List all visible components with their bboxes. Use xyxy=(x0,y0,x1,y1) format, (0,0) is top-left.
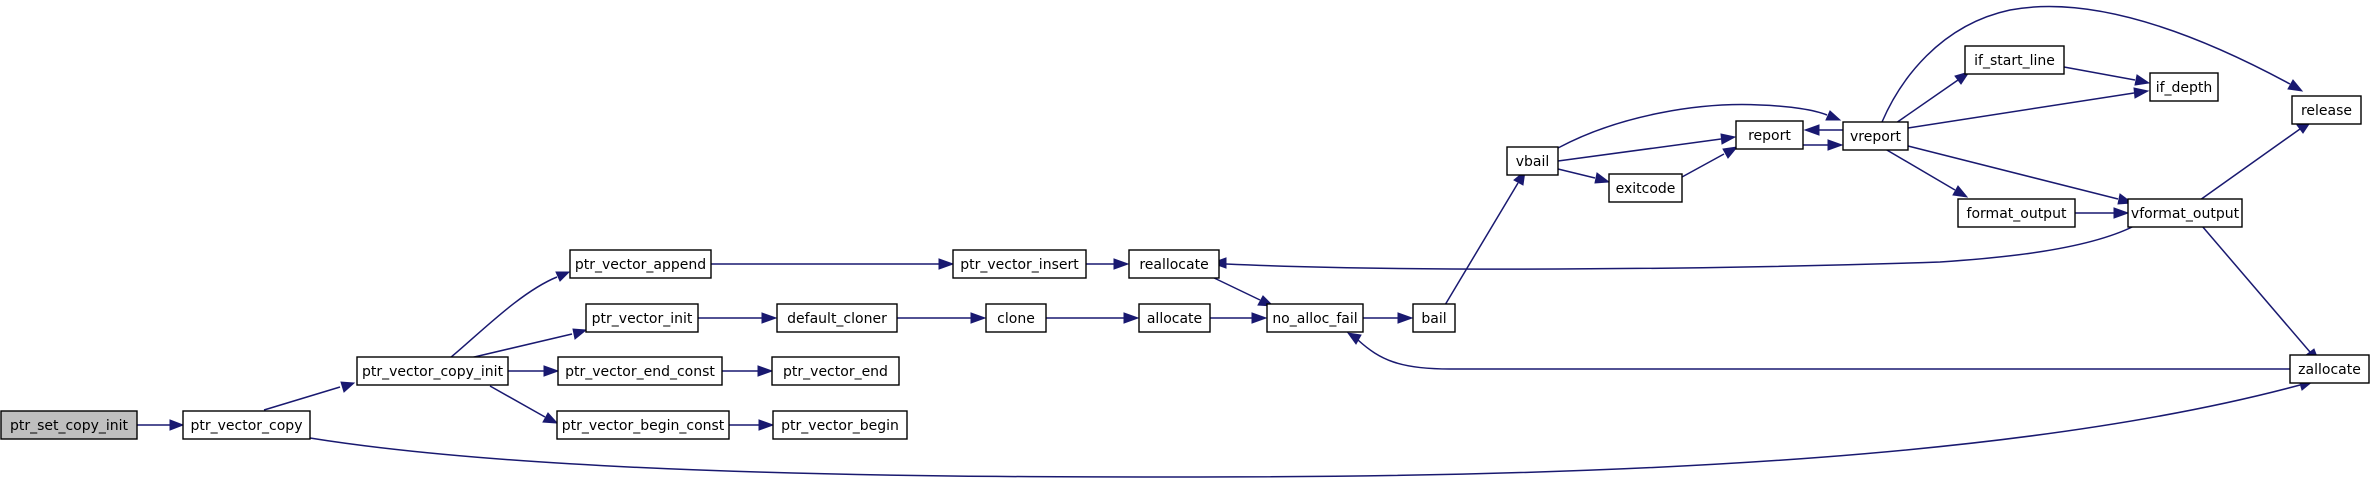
node-label: vbail xyxy=(1516,154,1550,170)
edge-ptr_vector_copy_init-to-ptr_vector_end_const xyxy=(508,365,560,377)
node-label: allocate xyxy=(1147,311,1202,327)
node-label: no_alloc_fail xyxy=(1272,311,1357,327)
edge-ptr_vector_copy_init-to-ptr_vector_begin_const xyxy=(489,385,559,424)
node-label: ptr_vector_begin xyxy=(781,418,899,434)
node-label: ptr_vector_end_const xyxy=(565,364,715,380)
node-label: ptr_vector_init xyxy=(592,311,693,327)
edge-allocate-to-no_alloc_fail xyxy=(1210,312,1268,324)
node-vformat_output[interactable]: vformat_output xyxy=(2127,198,2243,228)
node-report[interactable]: report xyxy=(1735,120,1804,150)
edge-zallocate-to-no_alloc_fail xyxy=(1346,332,2290,370)
edge-ptr_vector_copy-to-ptr_vector_copy_init xyxy=(263,381,356,411)
node-if_start_line[interactable]: if_start_line xyxy=(1964,45,2065,75)
node-label: ptr_set_copy_init xyxy=(10,418,129,434)
node-ptr_vector_append[interactable]: ptr_vector_append xyxy=(569,249,712,279)
node-label: ptr_vector_insert xyxy=(960,257,1079,273)
node-label: ptr_vector_begin_const xyxy=(562,418,725,434)
node-label: clone xyxy=(997,311,1035,327)
node-label: bail xyxy=(1421,311,1446,327)
edge-vreport-to-report xyxy=(1803,124,1844,136)
node-if_depth[interactable]: if_depth xyxy=(2149,72,2219,102)
node-label: zallocate xyxy=(2298,362,2361,378)
node-ptr_vector_copy[interactable]: ptr_vector_copy xyxy=(182,410,311,440)
node-label: ptr_vector_copy_init xyxy=(362,364,504,380)
node-ptr_vector_init[interactable]: ptr_vector_init xyxy=(585,303,699,333)
node-exitcode[interactable]: exitcode xyxy=(1608,173,1683,203)
node-bail[interactable]: bail xyxy=(1412,303,1456,333)
node-label: vformat_output xyxy=(2131,206,2240,222)
node-label: release xyxy=(2301,103,2352,119)
edge-ptr_vector_append-to-ptr_vector_insert xyxy=(711,258,955,270)
node-vbail[interactable]: vbail xyxy=(1506,146,1559,176)
node-label: format_output xyxy=(1967,206,2067,222)
node-release[interactable]: release xyxy=(2291,95,2362,125)
node-format_output[interactable]: format_output xyxy=(1957,198,2076,228)
edge-ptr_vector_end_const-to-ptr_vector_end xyxy=(722,365,774,377)
edge-vreport-to-format_output xyxy=(1879,145,1969,198)
edge-clone-to-allocate xyxy=(1046,312,1140,324)
node-vreport[interactable]: vreport xyxy=(1842,121,1909,151)
node-ptr_vector_end_const[interactable]: ptr_vector_end_const xyxy=(557,356,723,386)
node-default_cloner[interactable]: default_cloner xyxy=(776,303,898,333)
edge-ptr_vector_copy_init-to-ptr_vector_init xyxy=(469,328,588,359)
node-ptr_set_copy_init[interactable]: ptr_set_copy_init xyxy=(0,410,138,440)
edge-ptr_vector_init-to-default_cloner xyxy=(698,312,778,324)
node-label: ptr_vector_copy xyxy=(191,418,303,434)
node-ptr_vector_begin_const[interactable]: ptr_vector_begin_const xyxy=(556,410,730,440)
node-label: if_depth xyxy=(2156,80,2213,96)
edge-vformat_output-to-release xyxy=(2199,120,2313,201)
node-label: reallocate xyxy=(1139,257,1208,273)
node-ptr_vector_end[interactable]: ptr_vector_end xyxy=(771,356,900,386)
node-no_alloc_fail[interactable]: no_alloc_fail xyxy=(1266,303,1364,333)
node-label: ptr_vector_end xyxy=(783,364,888,380)
edge-vreport-to-if_depth xyxy=(1907,87,2150,129)
edge-ptr_vector_begin_const-to-ptr_vector_begin xyxy=(729,419,775,431)
edge-ptr_vector_insert-to-reallocate xyxy=(1086,258,1130,270)
edge-reallocate-to-no_alloc_fail xyxy=(1209,275,1275,307)
node-zallocate[interactable]: zallocate xyxy=(2289,354,2370,384)
node-clone[interactable]: clone xyxy=(985,303,1047,333)
edge-vreport-to-vformat_output xyxy=(1907,145,2134,205)
edge-vbail-to-vreport xyxy=(1557,103,1842,149)
edge-vformat_output-to-reallocate xyxy=(1210,223,2139,270)
node-label: exitcode xyxy=(1616,181,1676,197)
node-reallocate[interactable]: reallocate xyxy=(1128,249,1220,279)
edge-exitcode-to-report xyxy=(1681,146,1739,178)
edge-vbail-to-report xyxy=(1557,133,1737,162)
edge-report-to-vreport xyxy=(1803,139,1844,151)
edge-vreport-to-if_start_line xyxy=(1895,71,1971,124)
edge-ptr_set_copy_init-to-ptr_vector_copy xyxy=(137,419,185,431)
node-label: ptr_vector_append xyxy=(575,257,706,273)
node-allocate[interactable]: allocate xyxy=(1138,303,1211,333)
edge-no_alloc_fail-to-bail xyxy=(1363,312,1414,324)
node-ptr_vector_insert[interactable]: ptr_vector_insert xyxy=(952,249,1087,279)
edge-vformat_output-to-zallocate xyxy=(2201,225,2320,364)
edge-default_cloner-to-clone xyxy=(897,312,987,324)
node-label: if_start_line xyxy=(1974,53,2055,69)
node-label: default_cloner xyxy=(787,311,887,327)
edge-vbail-to-exitcode xyxy=(1557,168,1611,184)
node-ptr_vector_begin[interactable]: ptr_vector_begin xyxy=(772,410,908,440)
edge-bail-to-vbail xyxy=(1444,169,1526,306)
node-label: vreport xyxy=(1850,129,1902,145)
edge-format_output-to-vformat_output xyxy=(2075,207,2130,219)
node-label: report xyxy=(1748,128,1791,144)
edge-if_start_line-to-if_depth xyxy=(2063,66,2151,86)
node-ptr_vector_copy_init[interactable]: ptr_vector_copy_init xyxy=(356,356,509,386)
edge-ptr_vector_copy_init-to-ptr_vector_append xyxy=(449,271,571,359)
edge-vreport-to-release xyxy=(1881,5,2304,123)
